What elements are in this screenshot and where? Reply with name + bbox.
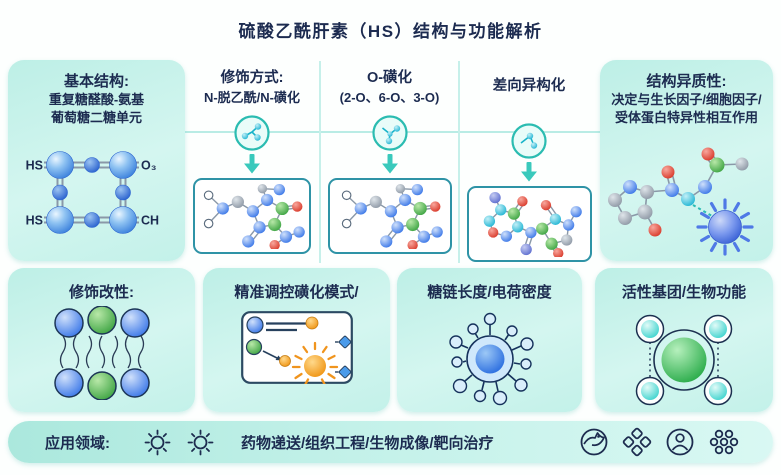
panel-heading: 修饰改性: <box>69 284 134 301</box>
basic-structure-heading: 基本结构: <box>64 73 129 90</box>
sun-icon <box>187 429 214 455</box>
basic-structure-panel: 基本结构: 重复糖醛酸-氨基 葡萄糖二糖单元 HS O₃ HS <box>8 60 185 261</box>
mol-label-hs-bottom: HS <box>26 214 43 228</box>
active-groups-panel: 活性基团/生物功能 <box>595 268 773 412</box>
heterogeneity-line1: 决定与生长因子/细胞因子/ <box>611 92 762 107</box>
molecule-cluster-icon <box>709 429 739 455</box>
epimerization-column: 差向异构化 <box>460 60 598 263</box>
application-icon-group <box>579 427 740 457</box>
molecule-structure-a2 <box>341 183 443 249</box>
column-subheading <box>460 95 598 113</box>
molecule-structure-a <box>203 183 305 249</box>
column-heading: 差向异构化 <box>492 78 566 94</box>
o-sulfation-column: O-磺化 (2-O、6-O、3-O) <box>321 60 458 263</box>
down-arrow-icon <box>244 154 260 174</box>
heterogeneity-line2: 受体蛋白特异性相互作用 <box>614 110 758 125</box>
basic-structure-line1: 重复糖醛酸-氨基 <box>48 92 145 107</box>
panel-heading: 精准调控磺化模式/ <box>234 284 359 301</box>
sun-icon <box>144 429 171 455</box>
column-heading: O-磺化 <box>366 70 413 86</box>
column-subheading: N-脱乙酰/N-磺化 <box>203 90 301 105</box>
sulfation-control-diagram <box>240 311 353 384</box>
column-heading: 修饰方式: <box>220 70 284 86</box>
active-group-complex-diagram <box>635 314 733 406</box>
down-arrow-icon <box>521 162 537 182</box>
molecule-circle-icon <box>371 115 408 151</box>
applications-bar: 应用领域: 药物递送/组织工程/生物成像/靶向治疗 <box>8 421 773 463</box>
sulfation-pattern-panel: 精准调控磺化模式/ <box>203 268 390 412</box>
disaccharide-molecule-diagram: HS O₃ HS CH <box>26 151 159 234</box>
n-sulfation-structure-box <box>193 178 311 254</box>
charge-density-hub-diagram <box>448 312 534 406</box>
down-arrow-icon <box>381 154 398 174</box>
mol-label-hs-top: HS <box>26 159 43 173</box>
molecule-circle-icon <box>511 123 547 159</box>
basic-structure-line2: 葡萄糖二糖单元 <box>50 110 142 125</box>
dove-circle-icon <box>580 428 608 456</box>
applications-text: 药物递送/组织工程/生物成像/靶向治疗 <box>241 434 494 452</box>
o-sulfation-structure-box <box>327 178 452 254</box>
page-title: 硫酸乙酰肝素（HS）结构与功能解析 <box>238 22 543 41</box>
diamond-cluster-icon <box>622 427 652 457</box>
chain-length-panel: 糖链长度/电荷密度 <box>397 268 582 412</box>
molecule-structure-b <box>483 191 582 257</box>
person-circle-icon <box>666 428 694 456</box>
applications-label: 应用领域: <box>45 434 110 452</box>
panel-heading: 糖链长度/电荷密度 <box>427 284 552 301</box>
epimerization-structure-box <box>466 186 592 262</box>
heterogeneity-heading: 结构异质性: <box>646 73 727 90</box>
bilayer-spheres-diagram <box>53 306 150 400</box>
molecule-circle-icon <box>234 115 270 151</box>
column-divider-line <box>319 61 321 263</box>
column-divider-line <box>458 61 460 263</box>
mol-label-ch: CH <box>141 214 159 228</box>
mol-label-o3: O₃ <box>141 159 157 173</box>
protein-interaction-molecule-diagram <box>608 147 754 256</box>
modification-column: 修饰方式: N-脱乙酰/N-磺化 <box>185 60 319 263</box>
modification-property-panel: 修饰改性: <box>8 268 195 412</box>
column-subheading: (2-O、6-O、3-O) <box>339 90 440 105</box>
heterogeneity-panel: 结构异质性: 决定与生长因子/细胞因子/ 受体蛋白特异性相互作用 <box>600 60 773 261</box>
panel-heading: 活性基团/生物功能 <box>621 284 747 301</box>
